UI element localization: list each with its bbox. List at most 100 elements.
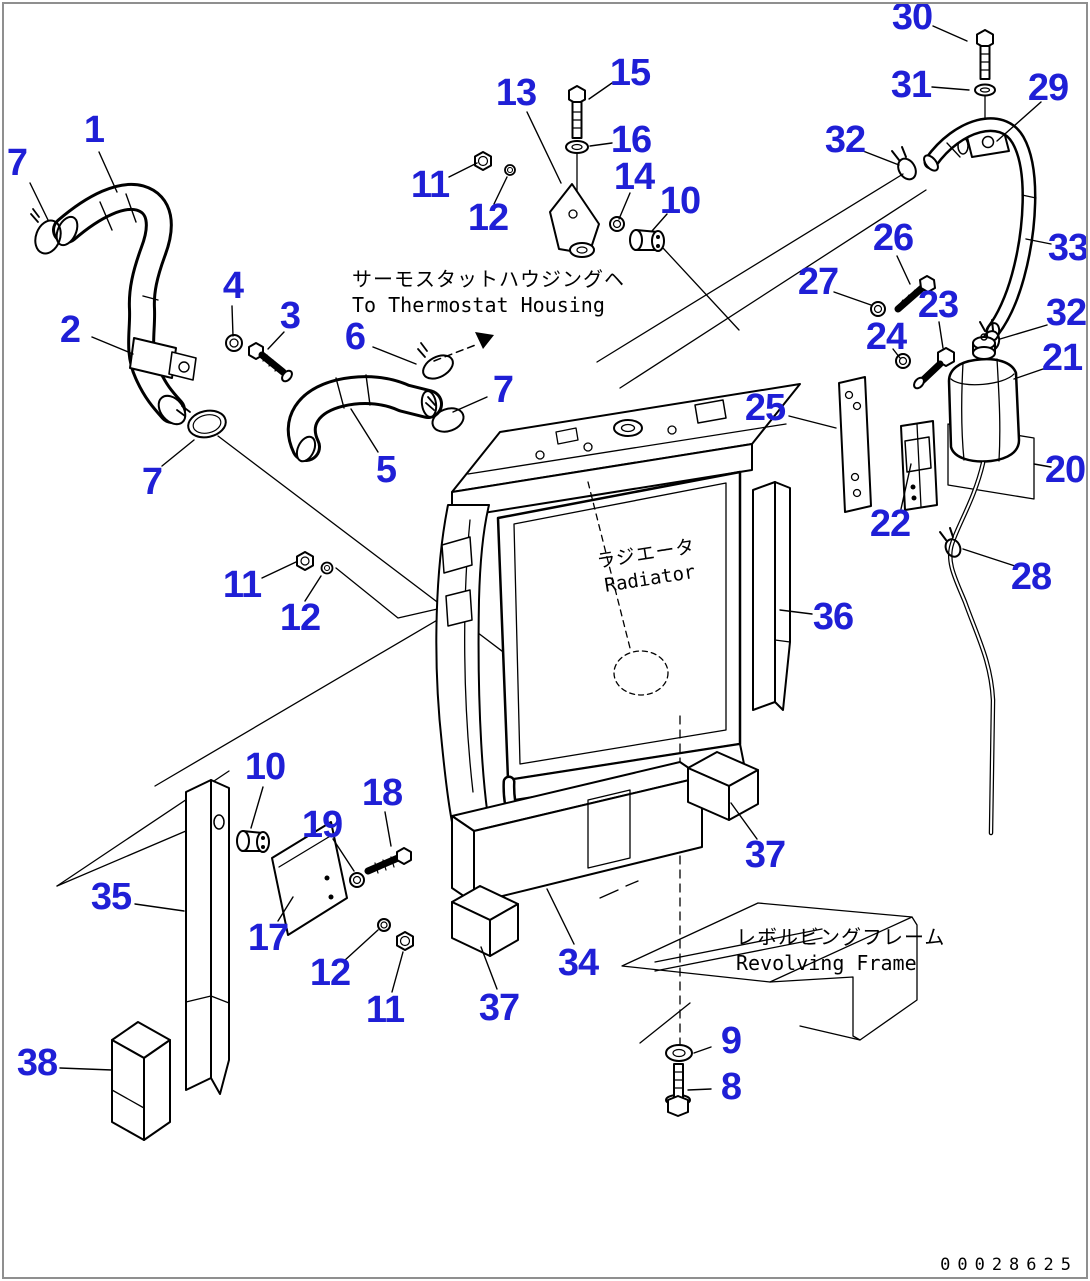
- part-callout-8: 8: [720, 1066, 742, 1108]
- part-callout-25: 25: [744, 387, 786, 429]
- part-callout-7: 7: [6, 142, 28, 184]
- leader-line-31: [931, 86, 970, 91]
- part-callout-14: 14: [613, 156, 655, 198]
- leader-line-3: [267, 331, 285, 350]
- part-callout-31: 31: [890, 64, 932, 106]
- part-callout-7: 7: [492, 369, 514, 411]
- leader-line-37: [730, 802, 758, 840]
- drain-tube-28: [947, 460, 996, 836]
- hose-clamp-32a: [891, 146, 917, 181]
- seal-strip-36: [752, 481, 791, 711]
- leader-line-36: [779, 609, 813, 615]
- fastener-column: [870, 275, 955, 390]
- part-callout-21: 21: [1041, 337, 1083, 379]
- revolving-frame-note: レボルビングフレーム Revolving Frame: [736, 924, 945, 976]
- revolving-frame-jp: レボルビングフレーム: [736, 925, 946, 949]
- leader-line-17: [277, 896, 294, 922]
- part-callout-9: 9: [720, 1020, 742, 1062]
- part-callout-38: 38: [16, 1042, 58, 1084]
- bracket-17-group: [236, 821, 414, 951]
- leader-line-11: [391, 951, 404, 993]
- leader-line-12: [304, 575, 322, 602]
- nut-11c: [396, 931, 414, 951]
- bracket-13: [549, 183, 600, 255]
- leader-lines: [29, 25, 1052, 1091]
- leader-line-30: [932, 25, 968, 42]
- part-callout-23: 23: [917, 284, 959, 326]
- part-callout-32: 32: [824, 119, 866, 161]
- leader-line-22: [900, 463, 912, 510]
- leader-line-7: [29, 182, 49, 221]
- upper-hose: [30, 183, 227, 439]
- bracket-plate-25: [838, 376, 872, 513]
- part-callout-29: 29: [1027, 67, 1069, 109]
- revolving-frame-en: Revolving Frame: [736, 951, 917, 975]
- part-callout-22: 22: [869, 503, 911, 545]
- thermostat-note-en: To Thermostat Housing: [352, 293, 605, 317]
- hose-band-bracket: [129, 337, 177, 379]
- sponge-block-37-right: [687, 751, 759, 821]
- bracket-13-group: [474, 85, 625, 258]
- part-callout-15: 15: [609, 52, 651, 94]
- washer-14: [609, 216, 625, 232]
- leader-line-8: [687, 1088, 712, 1091]
- leader-line-34: [546, 888, 575, 945]
- leader-line-2: [91, 336, 134, 355]
- washer-4: [225, 334, 243, 352]
- part-callout-11: 11: [410, 164, 450, 206]
- sponge-block-37-left: [451, 885, 519, 957]
- part-callout-6: 6: [344, 316, 366, 358]
- leader-line-15: [588, 82, 613, 100]
- washer-16: [565, 140, 589, 154]
- leader-line-16: [589, 142, 613, 147]
- part-callout-2: 2: [59, 309, 81, 351]
- part-callout-35: 35: [90, 876, 132, 918]
- leader-line-32: [862, 150, 900, 166]
- leader-line-23: [938, 321, 944, 349]
- hose-clamp-7c: [431, 407, 465, 433]
- part-callout-32: 32: [1045, 292, 1087, 334]
- leader-line-32: [999, 324, 1048, 340]
- mount-10-bottom: [236, 830, 270, 853]
- leader-line-4: [231, 305, 234, 337]
- part-callout-37: 37: [744, 834, 786, 876]
- part-callout-7: 7: [141, 461, 163, 503]
- thermostat-housing-note: サーモスタットハウジングヘ To Thermostat Housing: [352, 266, 625, 318]
- part-callout-4: 4: [222, 265, 244, 307]
- leader-line-38: [59, 1067, 113, 1071]
- leader-line-11: [261, 561, 297, 579]
- bolt-3: [248, 342, 293, 383]
- fitting-10-top: [629, 229, 665, 252]
- bolt-26: [894, 284, 926, 313]
- leader-line-35: [134, 903, 185, 912]
- overflow-group: [891, 29, 1037, 352]
- leader-line-29: [996, 101, 1042, 142]
- leader-line-1: [98, 151, 118, 193]
- washer-9: [665, 1044, 693, 1062]
- bolt-8: [673, 1063, 684, 1101]
- part-callout-12: 12: [309, 952, 351, 994]
- leader-line-7: [452, 396, 488, 413]
- leader-line-26: [896, 255, 911, 285]
- part-callout-11: 11: [365, 989, 405, 1031]
- part-callout-28: 28: [1010, 556, 1052, 598]
- lower-hose: [286, 342, 465, 463]
- bracket-17: [271, 821, 348, 936]
- part-callout-11: 11: [222, 564, 262, 606]
- leader-line-12: [493, 176, 508, 205]
- part-callout-12: 12: [467, 197, 509, 239]
- part-callout-16: 16: [610, 119, 652, 161]
- part-callout-17: 17: [247, 917, 289, 959]
- washer-24: [895, 353, 911, 369]
- washer-12a: [504, 164, 516, 176]
- leader-line-25: [788, 415, 837, 429]
- sponge-block-38: [111, 1021, 171, 1141]
- washer-19: [349, 872, 365, 888]
- routing-lines: [56, 173, 927, 887]
- leader-line-11: [448, 162, 478, 178]
- bracket-22: [900, 420, 938, 511]
- bottom-bolt-group: [665, 1044, 693, 1117]
- filler-neck: [613, 419, 643, 437]
- part-callout-12: 12: [279, 597, 321, 639]
